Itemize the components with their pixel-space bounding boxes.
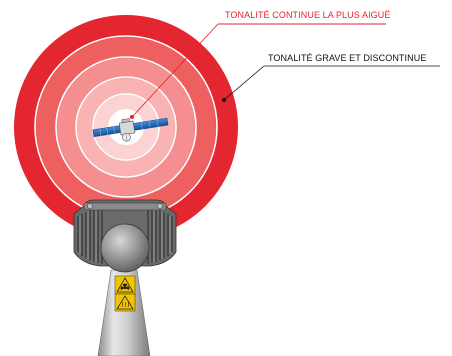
radiation-detector-icon <box>73 199 177 273</box>
hot-surface-warning-icon <box>114 293 136 312</box>
ring-divider-3 <box>75 76 177 178</box>
satellite-icon <box>92 117 169 142</box>
detector-fins <box>77 208 173 264</box>
radiation-warning-icon <box>114 275 136 295</box>
satellite-body <box>118 120 136 136</box>
detector-bolt-left <box>87 203 93 209</box>
detector-bolt-right <box>157 203 163 209</box>
callout-line-high <box>131 23 219 118</box>
callout-dot-high <box>130 115 134 119</box>
callout-highest-tone-label: TONALITÉ CONTINUE LA PLUS AIGUË <box>225 10 391 20</box>
callout-line-low <box>223 65 265 101</box>
ring-divider-4 <box>92 93 160 161</box>
callout-low-tone-label: TONALITÉ GRAVE ET DISCONTINUE <box>268 53 427 63</box>
detector-probe <box>100 223 150 273</box>
ring-divider-2 <box>55 56 197 198</box>
callout-lines <box>130 23 440 119</box>
callout-dot-low <box>222 98 226 102</box>
detector-pole <box>97 269 151 356</box>
